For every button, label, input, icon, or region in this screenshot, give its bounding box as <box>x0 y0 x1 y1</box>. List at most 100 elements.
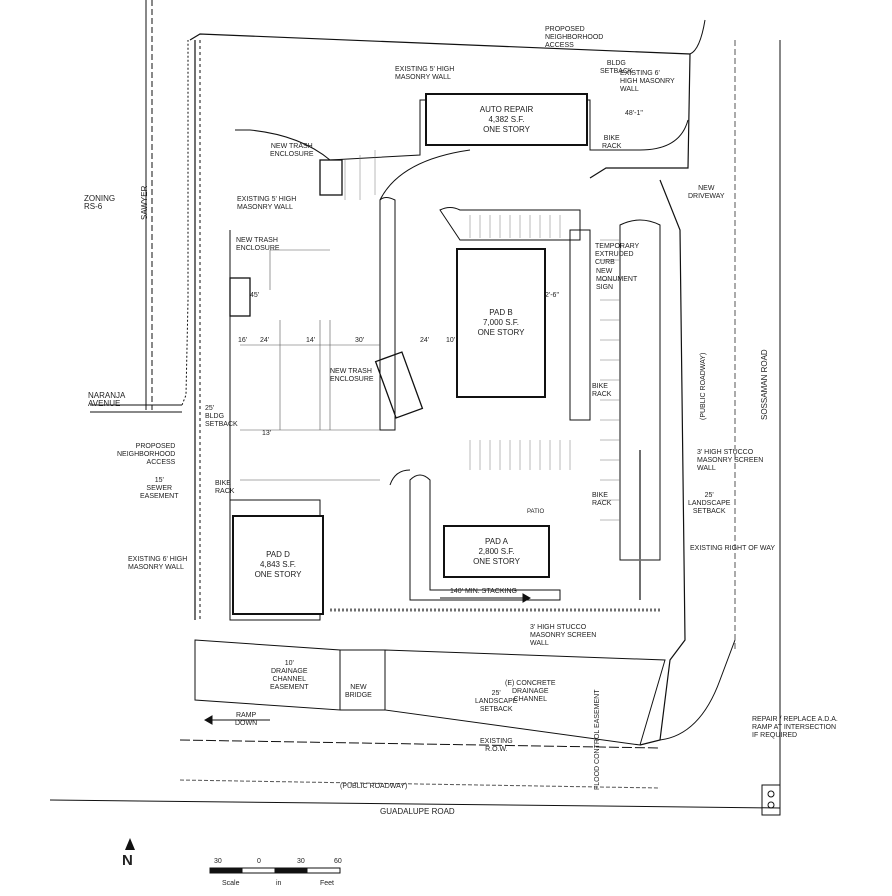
building-area: 2,800 S.F. <box>478 546 515 556</box>
label-ramp-down: RAMP DOWN <box>235 712 258 727</box>
building-area: 4,843 S.F. <box>259 560 297 569</box>
building-pad-d[interactable]: PAD D 4,843 S.F. ONE STORY <box>232 515 324 615</box>
label-patio: PATIO <box>527 509 545 515</box>
road-sawyer: SAWYER <box>140 185 149 220</box>
scale-unit-3: Feet <box>320 880 335 887</box>
guadalupe-edge <box>179 779 661 789</box>
building-area: 4,382 S.F. <box>488 114 525 124</box>
building-pad-b[interactable]: PAD B 7,000 S.F. ONE STORY <box>456 248 546 398</box>
label-screen-wall-south: 3' HIGH STUCCO MASONRY SCREEN WALL <box>530 624 597 647</box>
label-public-roadway-east: (PUBLIC ROADWAY) <box>700 352 707 420</box>
label-landscape-setback-east: 25' LANDSCAPE SETBACK <box>688 492 731 515</box>
dim-14: 14' <box>306 337 316 344</box>
dim-24a: 24' <box>260 337 270 344</box>
dim-13: 13' <box>262 430 272 437</box>
building-stories: ONE STORY <box>254 570 302 579</box>
road-guadalupe: GUADALUPE ROAD <box>380 807 455 816</box>
label-existing-row: EXISTING RIGHT OF WAY <box>690 545 776 552</box>
road-sossaman: SOSSAMAN ROAD <box>760 349 769 420</box>
building-name: AUTO REPAIR <box>479 104 534 114</box>
south-row <box>179 739 661 749</box>
island-4 <box>619 219 661 561</box>
island-1 <box>379 197 396 431</box>
trash-enclosure-3 <box>374 351 424 419</box>
label-proposed-access-west: PROPOSED NEIGHBORHOOD ACCESS <box>117 443 176 466</box>
label-flood-easement: FLOOD CONTROL EASEMENT <box>594 689 601 790</box>
building-stories: ONE STORY <box>483 124 530 134</box>
guadalupe-center <box>49 799 781 809</box>
label-stacking: 140' MIN. STACKING <box>450 588 517 595</box>
scale-unit-1: Scale <box>222 880 240 887</box>
label-zoning: ZONING RS-6 <box>84 194 116 211</box>
label-bike-rack-1: BIKE RACK <box>602 135 622 150</box>
ramp-arrow-head <box>203 715 213 725</box>
label-monument-sign: NEW MONUMENT SIGN <box>596 268 638 291</box>
building-auto-repair[interactable]: AUTO REPAIR 4,382 S.F. ONE STORY <box>425 93 588 146</box>
label-public-roadway-south: (PUBLIC ROADWAY) <box>340 783 408 790</box>
north-curve <box>379 149 471 201</box>
trash-enclosure-1 <box>319 159 343 196</box>
scale-tick-4: 60 <box>334 858 342 865</box>
label-temp-curb: TEMPORARY EXTRUDED CURB <box>595 243 640 266</box>
dim-24b: 24' <box>420 337 430 344</box>
dim-2: 2'-6" <box>545 292 559 299</box>
se-curve <box>659 639 736 741</box>
traffic-signal-icon <box>761 784 781 816</box>
dim-48: 48'-1" <box>625 110 643 117</box>
label-landscape-setback-south: 25' LANDSCAPE SETBACK <box>475 690 518 713</box>
parking-rows-west <box>240 249 380 481</box>
label-bldg-setback-west: 25' BLDG SETBACK <box>205 405 238 428</box>
ne-curve <box>689 19 706 55</box>
scale-unit-2: in <box>276 880 282 887</box>
label-bike-rack-4: BIKE RACK <box>592 492 612 507</box>
island-3 <box>569 229 591 421</box>
label-drainage-easement: 10' DRAINAGE CHANNEL EASEMENT <box>270 660 309 691</box>
scale-tick-1: 30 <box>214 858 222 865</box>
label-existing-5-wall-west: EXISTING 5' HIGH MASONRY WALL <box>237 196 297 211</box>
label-existing-6-wall-ne: EXISTING 6' HIGH MASONRY WALL <box>620 70 675 93</box>
label-concrete-channel: (E) CONCRETE DRAINAGE CHANNEL <box>505 680 556 703</box>
north-arrow-icon <box>125 838 135 850</box>
label-bldg-setback-top: BLDG SETBACK <box>600 60 633 75</box>
label-existing-row-south: EXISTING R.O.W. <box>480 738 513 753</box>
label-new-bridge: NEW BRIDGE <box>345 684 372 699</box>
building-stories: ONE STORY <box>477 328 525 337</box>
label-new-driveway: NEW DRIVEWAY <box>688 185 725 200</box>
label-proposed-access-north: PROPOSED NEIGHBORHOOD ACCESS <box>545 26 604 49</box>
drainage-channel-2 <box>384 649 666 746</box>
parking-stalls-north <box>344 150 620 521</box>
circle-drive <box>389 469 411 486</box>
scale-tick-2: 0 <box>257 858 261 865</box>
road-naranja: NARANJA AVENUE <box>88 391 126 408</box>
building-name: PAD B <box>489 308 513 317</box>
label-new-trash-1: NEW TRASH ENCLOSURE <box>270 143 314 158</box>
stacking-lane <box>409 474 561 601</box>
trash-enclosure-2 <box>229 277 251 317</box>
label-bike-rack-3: BIKE RACK <box>215 480 235 495</box>
dim-30: 30' <box>355 337 365 344</box>
building-pad-a[interactable]: PAD A 2,800 S.F. ONE STORY <box>443 525 550 578</box>
label-existing-6-wall-west: EXISTING 6' HIGH MASONRY WALL <box>128 556 188 571</box>
label-bike-rack-2: BIKE RACK <box>592 383 612 398</box>
west-curve <box>181 40 189 406</box>
dim-16: 16' <box>238 337 248 344</box>
property-line-east <box>639 179 686 746</box>
label-new-trash-3: NEW TRASH ENCLOSURE <box>330 368 374 383</box>
building-area: 7,000 S.F. <box>482 318 520 327</box>
label-new-trash-2: NEW TRASH ENCLOSURE <box>236 237 280 252</box>
property-line <box>189 33 691 179</box>
scale-tick-3: 30 <box>297 858 305 865</box>
label-sewer-easement: 15' SEWER EASEMENT <box>140 477 179 500</box>
building-stories: ONE STORY <box>473 556 520 566</box>
scale-bar <box>209 867 341 874</box>
label-screen-wall-east: 3' HIGH STUCCO MASONRY SCREEN WALL <box>697 449 764 472</box>
building-name: PAD A <box>485 536 508 546</box>
building-name: PAD D <box>266 550 290 559</box>
label-existing-5-wall-north: EXISTING 5' HIGH MASONRY WALL <box>395 66 455 81</box>
drive-outline-north <box>235 99 689 161</box>
dim-45: 45' <box>250 292 260 299</box>
label-ada-ramp: REPAIR / REPLACE A.D.A. RAMP AT INTERSEC… <box>752 716 838 739</box>
drainage-channel <box>194 639 341 711</box>
dim-10: 10' <box>446 337 456 344</box>
